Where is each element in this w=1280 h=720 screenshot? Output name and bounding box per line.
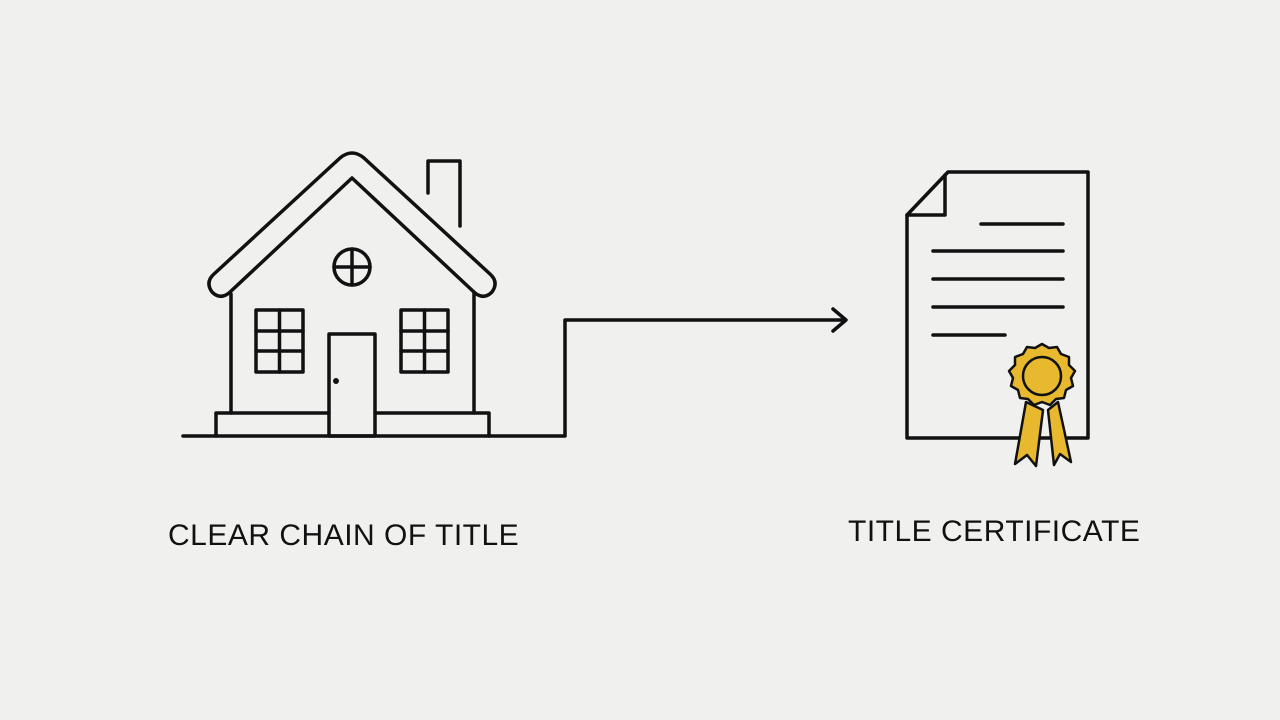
target-label: TITLE CERTIFICATE: [848, 515, 1141, 548]
award-ribbon-icon: [1007, 342, 1077, 468]
document-icon: [905, 170, 1090, 440]
house-icon: [207, 151, 497, 438]
arrow-right-icon: [181, 307, 848, 438]
source-label: CLEAR CHAIN OF TITLE: [168, 519, 520, 552]
